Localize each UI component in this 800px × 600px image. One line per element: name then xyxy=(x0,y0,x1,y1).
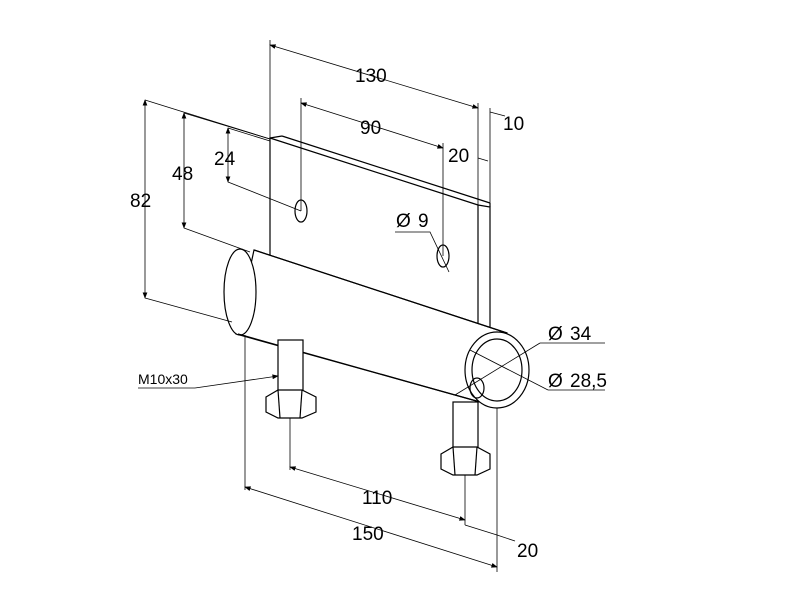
dim-tube-inner: 28,5 xyxy=(570,371,607,392)
dim-bolt-edge-offset: 20 xyxy=(517,541,538,562)
dim-hole-diameter: 9 xyxy=(418,211,429,232)
dim-width-total: 130 xyxy=(355,66,387,87)
diameter-symbol: Ø xyxy=(548,371,563,392)
bolt-left xyxy=(265,339,317,419)
dimension-lines xyxy=(138,40,605,572)
diameter-symbol: Ø xyxy=(396,211,411,232)
dim-plate-thickness: 10 xyxy=(503,114,524,135)
tube xyxy=(223,248,530,409)
dim-hole-edge-offset: 20 xyxy=(448,146,469,167)
tube-end-inner xyxy=(471,338,523,402)
dim-plate-height: 48 xyxy=(172,164,193,185)
dim-bolt-spacing: 110 xyxy=(362,488,392,509)
dim-overall-height: 82 xyxy=(130,191,151,212)
dim-hole-spacing: 90 xyxy=(360,118,381,139)
bolt-label: M10x30 xyxy=(138,371,188,387)
bolt-right xyxy=(440,401,491,476)
tube-end-outer xyxy=(464,331,530,409)
dim-hole-height: 24 xyxy=(214,149,236,170)
dim-tube-outer: 34 xyxy=(570,324,592,345)
dim-tube-length: 150 xyxy=(352,524,384,545)
diameter-symbol: Ø xyxy=(548,324,563,345)
